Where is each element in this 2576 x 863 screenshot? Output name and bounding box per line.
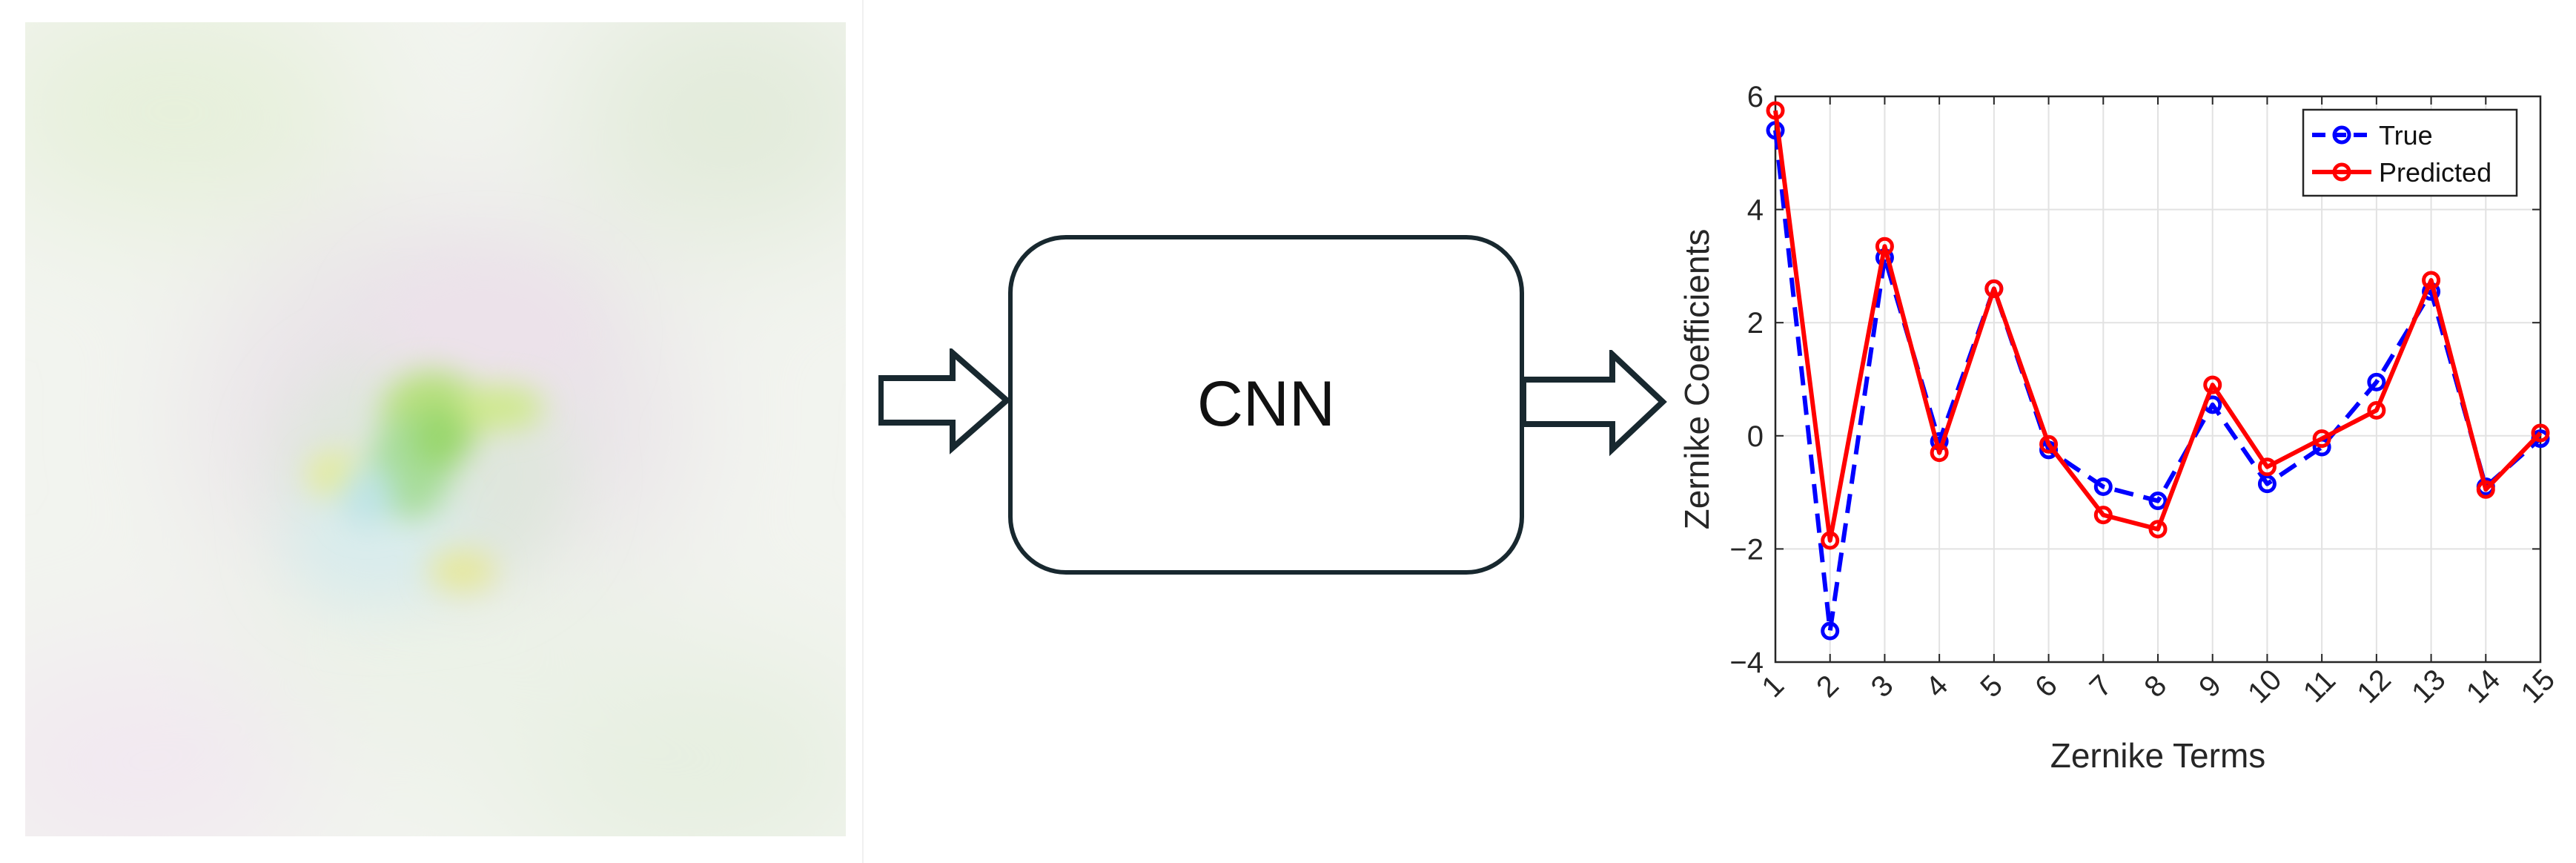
x-axis-label: Zernike Terms xyxy=(2050,736,2266,775)
y-tick-label: 6 xyxy=(1747,81,1764,113)
x-tick-label: 8 xyxy=(2138,669,2173,704)
legend-label-true: True xyxy=(2379,120,2433,151)
panel-divider xyxy=(862,0,864,863)
data-point-predicted xyxy=(2422,271,2441,290)
x-tick-label: 3 xyxy=(1865,669,1900,704)
x-tick-label: 13 xyxy=(2406,664,2452,710)
data-point-true xyxy=(2367,372,2386,391)
data-point-predicted xyxy=(1984,279,2004,298)
data-point-predicted xyxy=(1821,531,1840,550)
legend-marker-true xyxy=(2332,125,2351,145)
x-tick-label: 10 xyxy=(2242,664,2288,710)
x-tick-label: 6 xyxy=(2029,669,2064,704)
data-point-predicted xyxy=(2039,434,2059,454)
x-tick-label: 2 xyxy=(1810,669,1845,704)
data-point-predicted xyxy=(2203,375,2222,394)
x-tick-label: 7 xyxy=(2084,669,2119,704)
y-tick-label: −2 xyxy=(1729,533,1764,566)
series-line-predicted xyxy=(1773,110,2543,543)
output-arrow-icon xyxy=(1520,350,1667,457)
y-tick-label: −4 xyxy=(1729,647,1764,679)
y-tick-label: 2 xyxy=(1747,307,1764,340)
x-tick-label: 4 xyxy=(1920,669,1955,704)
data-point-predicted xyxy=(2257,457,2277,477)
legend-box xyxy=(2302,108,2518,197)
y-tick-label: 4 xyxy=(1747,194,1764,227)
data-point-predicted xyxy=(2093,506,2113,525)
x-tick-label: 11 xyxy=(2297,664,2342,709)
data-point-predicted xyxy=(2312,429,2331,449)
psf-image xyxy=(25,22,846,836)
x-tick-label: 15 xyxy=(2515,664,2562,710)
x-tick-label: 14 xyxy=(2460,664,2507,710)
x-tick-label: 5 xyxy=(1974,669,2009,704)
data-point-true xyxy=(2257,475,2277,494)
data-point-predicted xyxy=(2148,520,2168,539)
data-point-predicted xyxy=(1930,443,1949,463)
legend-marker-predicted xyxy=(2332,162,2351,182)
data-point-predicted xyxy=(2476,480,2495,499)
x-tick-label: 12 xyxy=(2351,664,2397,710)
data-point-predicted xyxy=(2531,423,2550,443)
data-point-true xyxy=(1821,621,1840,641)
series-line-true xyxy=(1773,130,2542,634)
data-point-predicted xyxy=(1875,237,1894,256)
y-axis-label: Zernike Coefficients xyxy=(1678,229,1716,530)
data-point-true xyxy=(2148,492,2168,511)
x-tick-label: 9 xyxy=(2193,669,2228,704)
data-point-true xyxy=(2093,477,2113,496)
legend-label-predicted: Predicted xyxy=(2379,157,2491,188)
data-point-predicted xyxy=(1766,101,1785,120)
cnn-label: CNN xyxy=(1196,368,1336,440)
input-arrow-icon xyxy=(878,348,1012,454)
data-point-predicted xyxy=(2367,400,2386,420)
y-tick-label: 0 xyxy=(1747,420,1764,453)
